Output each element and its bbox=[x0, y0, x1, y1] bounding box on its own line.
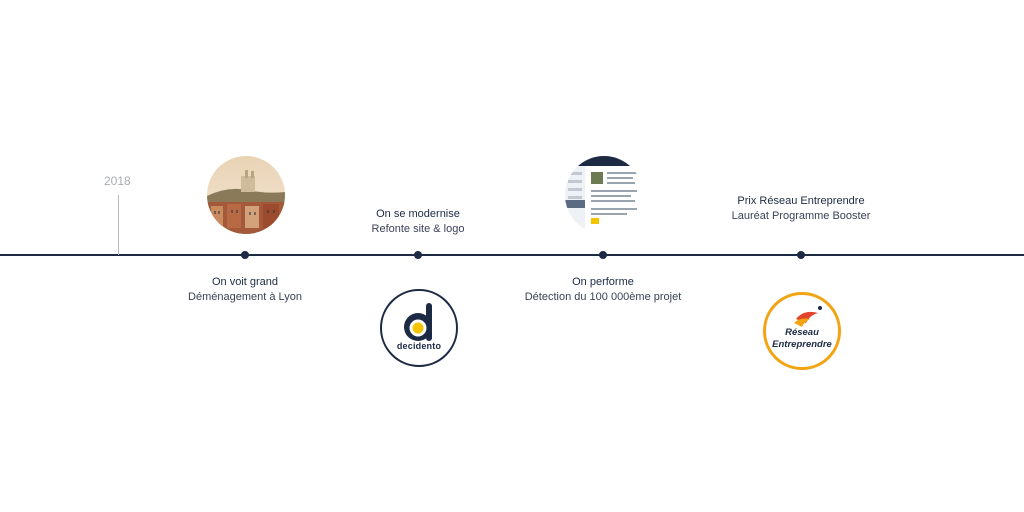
event-award: Prix Réseau Entreprendre Lauréat Program… bbox=[691, 194, 911, 224]
event-title: Prix Réseau Entreprendre bbox=[737, 195, 865, 207]
event-modernize: On se modernise Refonte site & logo bbox=[308, 207, 528, 237]
timeline-dot bbox=[797, 251, 805, 259]
timeline-dot bbox=[599, 251, 607, 259]
reseau-entreprendre-logo: Réseau Entreprendre bbox=[763, 292, 841, 370]
decidento-logo: decidento bbox=[380, 289, 458, 367]
reseau-wordmark-line1: Réseau bbox=[785, 327, 819, 338]
platform-screenshot bbox=[565, 156, 643, 234]
event-moving: On voit grand Déménagement à Lyon bbox=[135, 275, 355, 305]
decidento-wordmark: decidento bbox=[396, 341, 442, 351]
timeline-dot bbox=[241, 251, 249, 259]
event-title: On performe bbox=[572, 276, 634, 288]
event-subtitle: Détection du 100 000ème projet bbox=[524, 291, 682, 303]
event-perform: On performe Détection du 100 000ème proj… bbox=[493, 275, 713, 305]
lyon-photo bbox=[207, 156, 285, 234]
reseau-wordmark-line2: Entreprendre bbox=[772, 339, 832, 350]
event-subtitle: Lauréat Programme Booster bbox=[731, 210, 871, 222]
year-label: 2018 bbox=[104, 174, 131, 188]
event-subtitle: Déménagement à Lyon bbox=[188, 291, 302, 303]
timeline-dot bbox=[414, 251, 422, 259]
year-tick bbox=[118, 195, 119, 255]
event-title: On voit grand bbox=[211, 276, 279, 288]
event-title: On se modernise bbox=[376, 208, 460, 220]
event-subtitle: Refonte site & logo bbox=[371, 223, 465, 235]
timeline-line bbox=[0, 254, 1024, 256]
